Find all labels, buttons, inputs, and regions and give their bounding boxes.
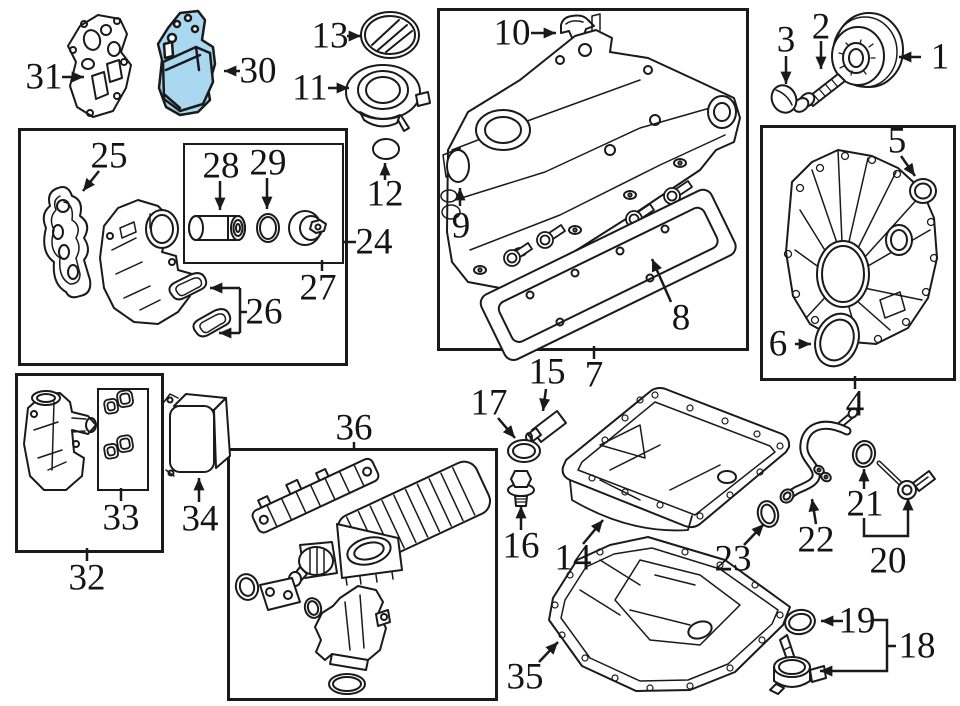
part-35-lower-oil-pan [548,536,791,692]
callout-1[interactable]: 1 [930,36,950,78]
part-34-oil-cooler [163,393,231,477]
callout-8[interactable]: 8 [671,297,691,339]
part-17-seal-ring [507,439,541,463]
arrow-15 [539,388,551,412]
part-14-upper-oil-pan [561,387,791,532]
callout-connectors [62,27,921,677]
part-intake-manifold [336,460,492,586]
part-33-gaskets [103,389,134,460]
part-16-drain-plug [507,470,535,507]
part-30-highlighted-cover[interactable] [156,9,217,117]
part-22-oil-pipe [779,407,859,504]
part-valve-cover [440,13,741,289]
callout-2[interactable]: 2 [811,6,831,48]
callout-27[interactable]: 27 [299,267,337,309]
arrow-23 [743,523,765,546]
part-intake-elbow [314,585,391,695]
callout-5[interactable]: 5 [887,120,907,162]
callout-16[interactable]: 16 [502,525,540,567]
part-3-sealing-cap [770,84,798,114]
part-11-filler-neck [345,64,431,132]
group-box-gasket-set [97,388,149,491]
part-13-oil-cap [360,11,420,59]
bracket-26-spine [238,288,247,333]
part-thermostat-housing [23,390,97,491]
arrow-17 [497,417,516,439]
group-box-thermostat [15,373,164,553]
part-intake-small-parts [234,573,323,619]
part-25-gasket [42,186,92,299]
callout-29[interactable]: 29 [249,142,287,184]
part-intake-rail [251,457,380,534]
callout-13[interactable]: 13 [311,15,349,57]
arrow-35 [538,641,559,663]
callout-24[interactable]: 24 [355,221,393,263]
callout-33[interactable]: 33 [102,497,140,539]
part-9-seal [446,149,470,183]
part-6-crankshaft-seal [814,312,860,368]
part-oil-filter-housing [99,199,193,325]
bracket-20 [862,498,914,538]
group-box-intake-manifold [227,448,498,701]
callout-35[interactable]: 35 [506,656,544,698]
callout-30[interactable]: 30 [239,50,277,92]
callout-21[interactable]: 21 [846,483,884,525]
callout-6[interactable]: 6 [768,323,788,365]
part-2-bolt [792,73,846,113]
part-23-o-ring [756,500,780,528]
callout-3[interactable]: 3 [776,19,796,61]
callout-26[interactable]: 26 [245,291,283,333]
callout-12[interactable]: 12 [366,173,404,215]
callout-20[interactable]: 20 [869,540,907,582]
part-29-o-ring [256,213,280,243]
callout-28[interactable]: 28 [202,145,240,187]
callout-32[interactable]: 32 [68,557,106,599]
callout-31[interactable]: 31 [25,56,63,98]
part-31-gasket-plate [67,14,132,118]
part-5-shaft-seal [909,178,937,204]
callout-10[interactable]: 10 [493,12,531,54]
part-18-oil-level-sensor [769,634,827,695]
callout-14[interactable]: 14 [554,537,592,579]
callout-22[interactable]: 22 [797,519,835,561]
part-19-o-ring [784,608,816,636]
callout-9[interactable]: 9 [451,205,471,247]
callout-19[interactable]: 19 [838,600,876,642]
callout-17[interactable]: 17 [470,382,508,424]
part-throttle-body [288,541,338,587]
callout-34[interactable]: 34 [181,498,219,540]
part-filter-cap [288,210,327,246]
callout-11[interactable]: 11 [292,67,328,109]
arrow-8 [650,258,673,303]
callout-25[interactable]: 25 [90,135,128,177]
arrow-5 [899,155,917,177]
callout-15[interactable]: 15 [528,351,566,393]
arrow-25 [82,170,100,192]
arrow-14 [582,519,604,545]
part-28-filter-cartridge [188,215,246,241]
part-8-gasket [479,188,737,361]
part-timing-cover [783,149,939,345]
part-15-sealant [525,410,567,443]
part-21-o-ring [851,440,877,468]
part-12-seal-ring [372,138,400,160]
part-20-dipstick [876,460,936,500]
part-1-crankshaft-pulley [831,12,904,88]
group-box-oil-filter-housing [18,128,348,366]
group-box-oil-filter-kit [183,143,344,264]
callout-23[interactable]: 23 [714,538,752,580]
part-26-gaskets [168,272,232,338]
group-box-timing-cover [760,125,956,381]
callout-4[interactable]: 4 [845,383,865,425]
callout-18[interactable]: 18 [898,625,936,667]
callout-7[interactable]: 7 [584,354,604,396]
callout-36[interactable]: 36 [335,407,373,449]
arrow-22 [808,498,820,525]
